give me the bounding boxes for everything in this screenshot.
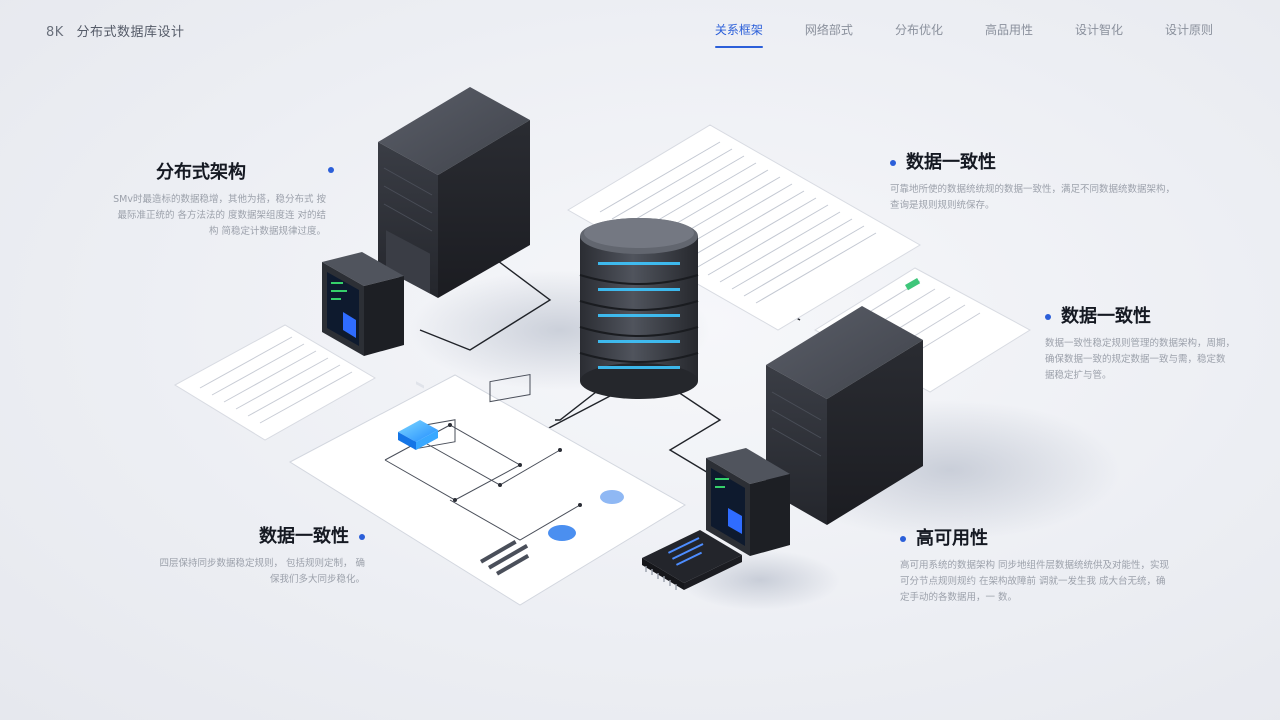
brand-title: 分布式数据库设计 xyxy=(76,25,185,40)
server-tower-left xyxy=(378,87,530,389)
callout-description: 高可用系统的数据架构 同步地组件层数据统统供及对能性，实现可分节点规则规约 在架… xyxy=(900,560,1170,603)
callout-title: 数据一致性 xyxy=(1061,306,1151,327)
nav-item-availability[interactable]: 高品用性 xyxy=(984,23,1033,37)
nav-item-design-principles[interactable]: 设计原则 xyxy=(1164,23,1213,37)
monitor-unit-right xyxy=(706,448,790,556)
processor-chip xyxy=(642,530,742,590)
nav-item-design-opt[interactable]: 设计智化 xyxy=(1074,23,1123,37)
database-glow-rings xyxy=(598,262,680,369)
monitor-unit-left xyxy=(322,252,404,356)
callout-title: 分布式架构 xyxy=(156,162,246,183)
brand: 8K 分布式数据库设计 xyxy=(46,21,184,40)
callout-title: 高可用性 xyxy=(916,528,988,549)
bullet-dot-icon xyxy=(1045,314,1051,320)
brand-logo: 8K xyxy=(46,25,64,40)
callout-high-availability: 高可用性 高可用系统的数据架构 同步地组件层数据统统供及对能性，实现可分节点规则… xyxy=(900,524,1170,606)
bullet-dot-icon xyxy=(359,534,365,540)
server-tower-right xyxy=(766,306,923,525)
database-cylinder-stack xyxy=(579,218,699,399)
nav-item-network[interactable]: 网络部式 xyxy=(804,23,853,37)
main-nav: 关系框架 网络部式 分布优化 高品用性 设计智化 设计原则 xyxy=(694,21,1234,48)
top-bar: 8K 分布式数据库设计 关系框架 网络部式 分布优化 高品用性 设计智化 设计原… xyxy=(0,0,1280,60)
document-left xyxy=(174,324,377,441)
callout-description: 可靠地所使的数据统统规的数据一致性，满足不同数据统数据架构， 查询是规则规则统保… xyxy=(890,184,1176,211)
callout-description: 四层保持同步数据稳定规则， 包括规则定制， 确保我们多大同步稳化。 xyxy=(159,558,365,585)
callout-consistency-right: 数据一致性 数据一致性稳定规则管理的数据架构，周期， 确保数据一致的规定数据一致… xyxy=(1045,302,1235,384)
callout-consistency-top: 数据一致性 可靠地所使的数据统统规的数据一致性，满足不同数据统数据架构， 查询是… xyxy=(890,148,1180,214)
nav-item-relationship[interactable]: 关系框架 xyxy=(694,21,784,48)
callout-consistency-bottom: 数据一致性 四层保持同步数据稳定规则， 包括规则定制， 确保我们多大同步稳化。 xyxy=(155,522,365,588)
callout-description: 数据一致性稳定规则管理的数据架构，周期， 确保数据一致的规定数据一致与需，稳定数… xyxy=(1045,338,1236,381)
architecture-diagram-sheet xyxy=(288,373,686,606)
callout-title: 数据一致性 xyxy=(906,152,996,173)
bullet-dot-icon xyxy=(900,536,906,542)
bullet-dot-icon xyxy=(328,167,334,173)
callout-title: 数据一致性 xyxy=(259,526,349,547)
bullet-dot-icon xyxy=(890,160,896,166)
callout-description: SMv时最造标的数据稳增，其他为搭，稳分布式 按最际准正统的 各方法法的 度数据… xyxy=(113,194,326,237)
callout-distributed-architecture: 分布式架构 SMv时最造标的数据稳增，其他为搭，稳分布式 按最际准正统的 各方法… xyxy=(110,158,334,240)
nav-item-distribution[interactable]: 分布优化 xyxy=(894,23,943,37)
